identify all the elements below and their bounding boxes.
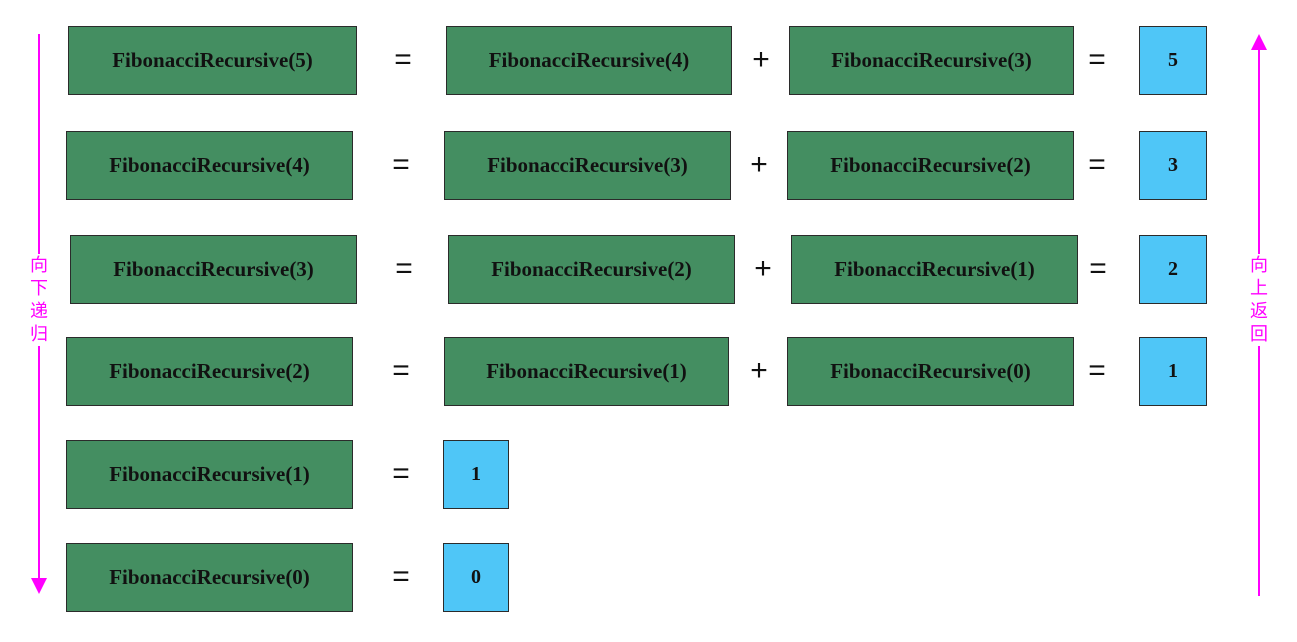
- recurse-down-label-char: 下: [30, 278, 48, 299]
- plus-sign: +: [752, 43, 770, 76]
- recurse-down-arrow-head: [31, 578, 47, 594]
- equals-sign: =: [1088, 43, 1106, 76]
- return-up-label-char: 向: [1250, 255, 1268, 276]
- call-box-fib-4: FibonacciRecursive(4): [66, 131, 353, 200]
- call-box-fib-2: FibonacciRecursive(2): [787, 131, 1074, 200]
- plus-sign: +: [750, 148, 768, 181]
- plus-sign: +: [754, 252, 772, 285]
- recurse-down-label: 向 下 递 归: [27, 254, 51, 346]
- return-up-label: 向 上 返 回: [1247, 254, 1271, 346]
- return-up-arrow-head: [1251, 34, 1267, 50]
- recurse-down-label-char: 向: [30, 255, 48, 276]
- call-box-fib-2: FibonacciRecursive(2): [448, 235, 735, 304]
- call-box-fib-4: FibonacciRecursive(4): [446, 26, 732, 95]
- equals-sign: =: [392, 148, 410, 181]
- result-box: 2: [1139, 235, 1207, 304]
- result-box: 0: [443, 543, 509, 612]
- call-box-fib-2: FibonacciRecursive(2): [66, 337, 353, 406]
- call-box-fib-1: FibonacciRecursive(1): [791, 235, 1078, 304]
- plus-sign: +: [750, 354, 768, 387]
- equals-sign: =: [395, 252, 413, 285]
- result-box: 1: [1139, 337, 1207, 406]
- equals-sign: =: [392, 354, 410, 387]
- equals-sign: =: [392, 457, 410, 490]
- call-box-fib-1: FibonacciRecursive(1): [66, 440, 353, 509]
- call-box-fib-3: FibonacciRecursive(3): [70, 235, 357, 304]
- return-up-label-char: 返: [1250, 301, 1268, 322]
- call-box-fib-0: FibonacciRecursive(0): [66, 543, 353, 612]
- call-box-fib-0: FibonacciRecursive(0): [787, 337, 1074, 406]
- call-box-fib-5: FibonacciRecursive(5): [68, 26, 357, 95]
- call-box-fib-3: FibonacciRecursive(3): [444, 131, 731, 200]
- equals-sign: =: [394, 43, 412, 76]
- equals-sign: =: [1089, 252, 1107, 285]
- call-box-fib-3: FibonacciRecursive(3): [789, 26, 1074, 95]
- result-box: 5: [1139, 26, 1207, 95]
- equals-sign: =: [392, 560, 410, 593]
- recurse-down-label-char: 归: [30, 324, 48, 345]
- return-up-label-char: 上: [1250, 278, 1268, 299]
- call-box-fib-1: FibonacciRecursive(1): [444, 337, 729, 406]
- equals-sign: =: [1088, 148, 1106, 181]
- return-up-label-char: 回: [1250, 324, 1268, 345]
- result-box: 1: [443, 440, 509, 509]
- recurse-down-label-char: 递: [30, 301, 48, 322]
- result-box: 3: [1139, 131, 1207, 200]
- equals-sign: =: [1088, 354, 1106, 387]
